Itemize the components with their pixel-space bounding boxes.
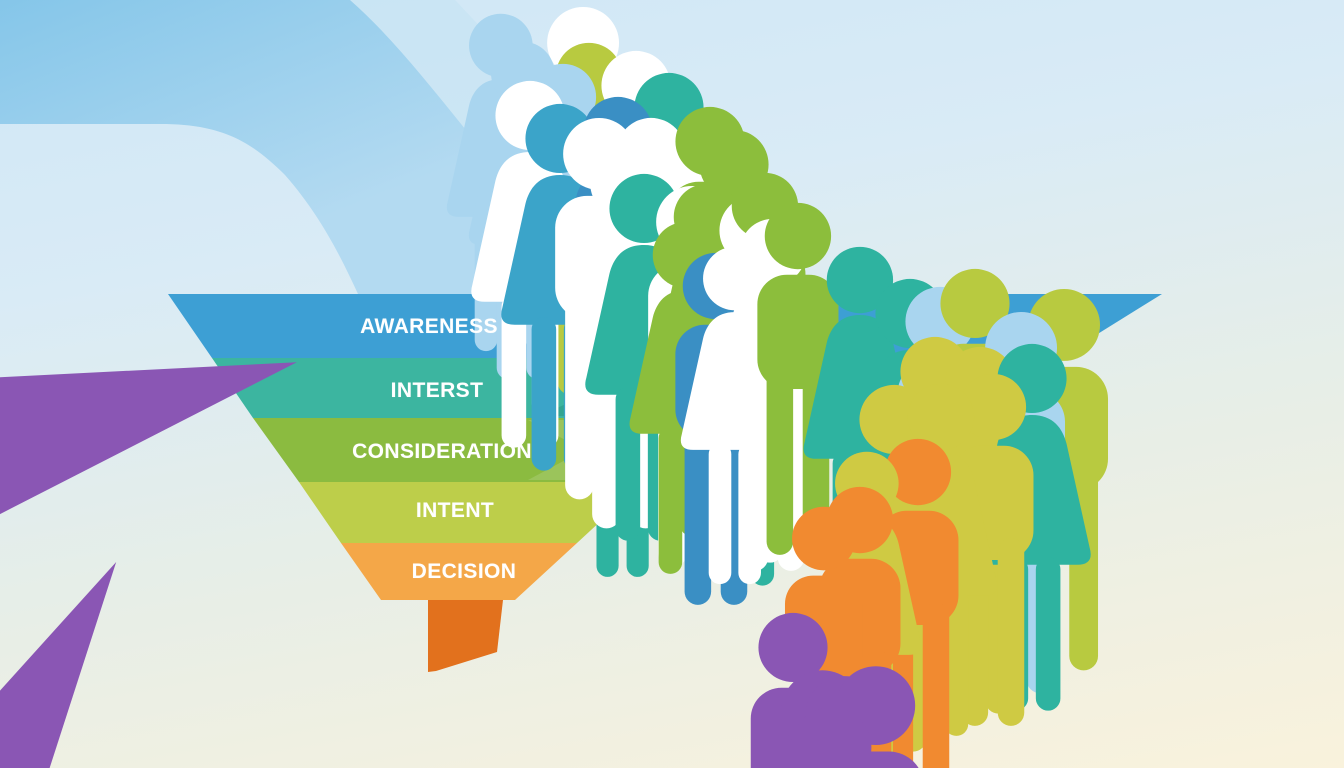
incoming-stream-band: [0, 0, 615, 294]
stage-intent-band: [299, 482, 643, 543]
funnel-spout: [428, 600, 503, 672]
stage-decision-band: [341, 543, 577, 600]
stage-label-interest: INTERST: [390, 379, 484, 402]
burst-dash-icon: [0, 466, 282, 768]
stage-label-awareness: AWARENESS: [360, 315, 498, 338]
stage-label-decision: DECISION: [411, 560, 517, 583]
people-crowd: [447, 7, 1108, 768]
stage-label-consideration: CONSIDERATION: [352, 440, 532, 463]
stage-label-intent: INTENT: [415, 499, 495, 522]
